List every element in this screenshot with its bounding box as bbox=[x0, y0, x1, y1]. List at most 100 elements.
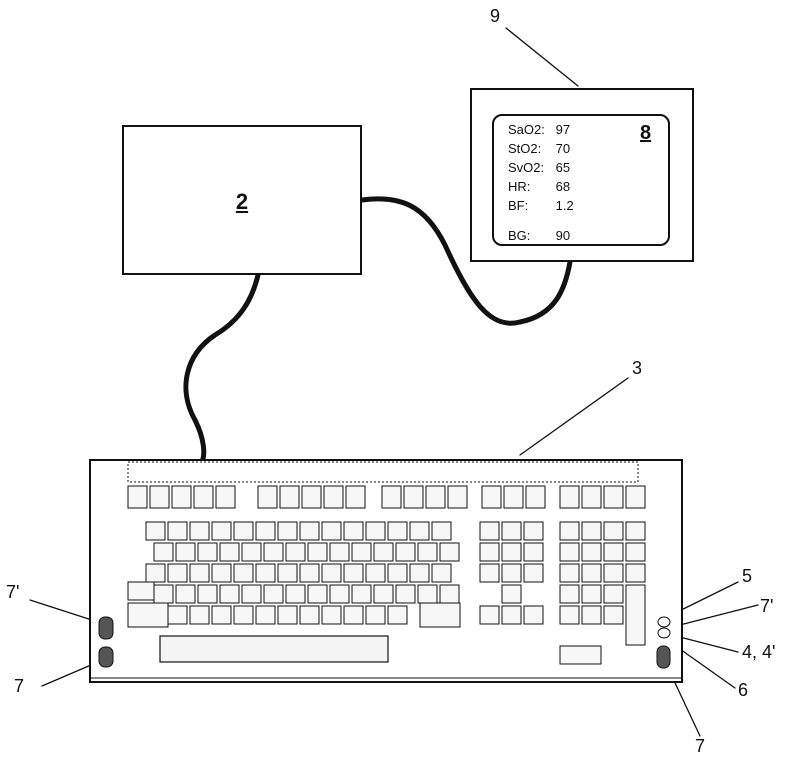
keyboard-key bbox=[524, 606, 543, 624]
keyboard-key bbox=[582, 606, 601, 624]
keyboard-key bbox=[234, 564, 253, 582]
keyboard-key bbox=[234, 522, 253, 540]
keyboard-key bbox=[172, 486, 191, 508]
keyboard-key bbox=[128, 603, 168, 627]
keyboard-key bbox=[322, 522, 341, 540]
keyboard-key bbox=[480, 606, 499, 624]
keyboard-key bbox=[212, 522, 231, 540]
keyboard-key bbox=[560, 564, 579, 582]
keyboard-key bbox=[264, 543, 283, 561]
keyboard-key bbox=[212, 564, 231, 582]
keyboard-key bbox=[324, 486, 343, 508]
keyboard-key bbox=[258, 486, 277, 508]
keyboard-key bbox=[604, 543, 623, 561]
sensor-left-upper bbox=[99, 617, 113, 639]
keyboard-key bbox=[198, 585, 217, 603]
keyboard-key bbox=[374, 543, 393, 561]
keyboard-key bbox=[526, 486, 545, 508]
keyboard-key bbox=[176, 585, 195, 603]
keyboard-key bbox=[560, 486, 579, 508]
keyboard-key bbox=[382, 486, 401, 508]
keyboard-key bbox=[502, 522, 521, 540]
keyboard-key bbox=[352, 585, 371, 603]
keyboard-key bbox=[418, 543, 437, 561]
monitor-screen: 8 SaO2: 97 StO2: 70 SvO2: 65 HR: 68 BF: … bbox=[492, 114, 670, 246]
sensor-right-4 bbox=[658, 628, 670, 638]
keyboard-key bbox=[286, 585, 305, 603]
ref-sensor-7-left: 7 bbox=[14, 676, 24, 697]
ref-sensor-7prime-left: 7' bbox=[6, 582, 19, 603]
keyboard-key bbox=[404, 486, 423, 508]
keyboard-key bbox=[256, 606, 275, 624]
ref-sensor-4: 4, 4' bbox=[742, 642, 775, 663]
keyboard-key bbox=[344, 564, 363, 582]
reading-bg: BG: 90 bbox=[508, 228, 570, 243]
keyboard-key bbox=[366, 564, 385, 582]
keyboard-key bbox=[626, 543, 645, 561]
reading-sao2: SaO2: 97 bbox=[508, 122, 570, 137]
keyboard-key bbox=[582, 564, 601, 582]
keyboard-key bbox=[168, 522, 187, 540]
keyboard-key bbox=[322, 606, 341, 624]
keyboard-key bbox=[374, 585, 393, 603]
keyboard-key bbox=[278, 606, 297, 624]
keyboard-key bbox=[300, 522, 319, 540]
reading-bf: BF: 1.2 bbox=[508, 198, 574, 213]
keyboard-key bbox=[626, 564, 645, 582]
space-bar bbox=[160, 636, 388, 662]
leader-7prime-left bbox=[30, 600, 98, 622]
keyboard-key bbox=[626, 486, 645, 508]
keyboard-key bbox=[278, 564, 297, 582]
ref-monitor: 9 bbox=[490, 6, 500, 27]
sensor-right-5 bbox=[658, 617, 670, 627]
keyboard-key bbox=[216, 486, 235, 508]
leader-9 bbox=[506, 28, 578, 86]
keyboard-key bbox=[604, 486, 623, 508]
keyboard-key bbox=[302, 486, 321, 508]
keyboard-key bbox=[168, 564, 187, 582]
keyboard-key bbox=[194, 486, 213, 508]
keyboard-key bbox=[582, 522, 601, 540]
keyboard-key bbox=[560, 606, 579, 624]
keyboard-key bbox=[410, 522, 429, 540]
keyboard-key bbox=[242, 543, 261, 561]
keyboard-key bbox=[524, 543, 543, 561]
keyboard-key bbox=[146, 564, 165, 582]
keyboard-key bbox=[352, 543, 371, 561]
keyboard-key bbox=[344, 606, 363, 624]
keyboard-key bbox=[346, 486, 365, 508]
keyboard-key bbox=[366, 522, 385, 540]
keyboard-key bbox=[242, 585, 261, 603]
keyboard-key bbox=[524, 564, 543, 582]
keyboard-key bbox=[322, 564, 341, 582]
leader-3 bbox=[520, 378, 628, 455]
keyboard-key bbox=[604, 522, 623, 540]
keyboard-key bbox=[560, 543, 579, 561]
keyboard-key bbox=[582, 543, 601, 561]
keyboard-key bbox=[344, 522, 363, 540]
keyboard-key bbox=[220, 585, 239, 603]
sensor-right-7 bbox=[657, 646, 670, 668]
keyboard-key bbox=[480, 543, 499, 561]
sensor-left-lower bbox=[99, 647, 113, 667]
device-label: 2 bbox=[124, 189, 360, 215]
keyboard-key bbox=[234, 606, 253, 624]
keyboard-key bbox=[128, 582, 154, 600]
keyboard-key bbox=[480, 564, 499, 582]
ref-sensor-6: 6 bbox=[738, 680, 748, 701]
keyboard-key bbox=[154, 585, 173, 603]
keyboard-key bbox=[366, 606, 385, 624]
keyboard-key bbox=[264, 585, 283, 603]
keyboard-key bbox=[504, 486, 523, 508]
keyboard-key bbox=[432, 522, 451, 540]
reading-hr: HR: 68 bbox=[508, 179, 570, 194]
keyboard-key bbox=[480, 522, 499, 540]
keyboard-key bbox=[502, 564, 521, 582]
monitor-label: 8 bbox=[640, 122, 651, 145]
keyboard-key bbox=[582, 486, 601, 508]
keyboard-key bbox=[146, 522, 165, 540]
keyboard-key bbox=[256, 564, 275, 582]
keyboard bbox=[90, 460, 682, 682]
keyboard-key bbox=[560, 646, 601, 664]
keyboard-key bbox=[604, 606, 623, 624]
